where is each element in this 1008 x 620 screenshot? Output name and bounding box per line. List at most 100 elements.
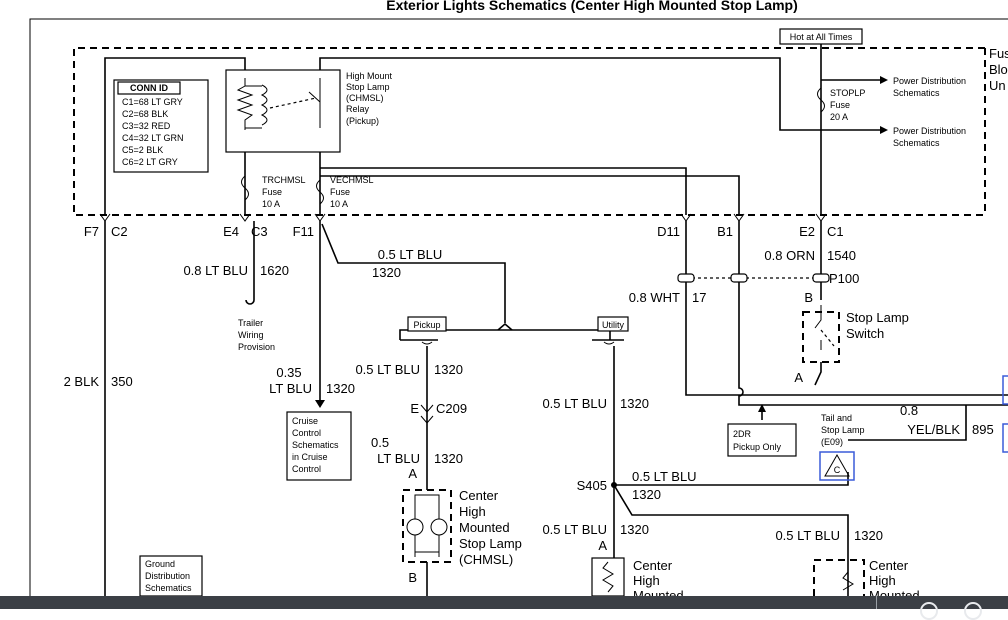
stop-switch-label: Stop Lamp — [846, 310, 909, 325]
right-color: 0.5 LT BLU — [775, 528, 840, 543]
chm-color: LT BLU — [377, 451, 420, 466]
b1-feed-wire — [320, 175, 740, 215]
p100-label: P100 — [829, 271, 859, 286]
arrow-right-icon — [880, 76, 888, 84]
pin-label: F11 — [293, 224, 314, 239]
pin-label: B1 — [717, 224, 733, 239]
power-dist-2-label: Schematics — [893, 138, 940, 148]
w1620-color: 0.8 LT BLU — [183, 263, 248, 278]
relay-feed-wire — [104, 57, 246, 215]
trailer-label: Wiring — [238, 330, 264, 340]
trailer-wire-1620 — [245, 221, 255, 305]
pickup-2dr-label: Pickup Only — [733, 442, 782, 452]
wht-circuit: 17 — [692, 290, 706, 305]
cruise-box-label: Control — [292, 428, 321, 438]
bottom-toolbar — [0, 596, 1008, 620]
stop-lamp-switch-box — [802, 311, 840, 363]
relay-label: (CHMSL) — [346, 93, 384, 103]
w1620-circuit: 1620 — [260, 263, 289, 278]
yel-circuit: 895 — [972, 422, 994, 437]
orn-circuit: 1540 — [827, 248, 856, 263]
cruise-wire-circuit: 1320 — [326, 381, 355, 396]
chmsl-pin-b: B — [408, 570, 417, 585]
cruise-box-label: in Cruise — [292, 452, 328, 462]
vechmsl-fuse-icon — [316, 179, 324, 205]
inline-connector — [677, 273, 695, 283]
ground-box-label: Distribution — [145, 571, 190, 581]
bulb-leads — [414, 500, 440, 552]
s405-right-circuit: 1320 — [632, 487, 661, 502]
toolbar-separator — [876, 596, 877, 609]
cruise-wire-color: LT BLU — [269, 381, 312, 396]
right-chmsl-label: High — [869, 573, 896, 588]
pin-label: E2 — [799, 224, 815, 239]
switch-linkage — [820, 329, 835, 347]
chmsl-label: Mounted — [459, 520, 510, 535]
bulb-icon — [406, 518, 424, 536]
utility-wire — [613, 346, 849, 596]
stoplp-fuse-label: STOPLP — [830, 88, 865, 98]
zoom-in-icon[interactable] — [964, 602, 982, 620]
cruise-box-label: Cruise — [292, 416, 318, 426]
d11-feed-wire — [320, 167, 687, 215]
relay-label: (Pickup) — [346, 116, 379, 126]
offpage-marker — [1002, 375, 1008, 405]
s405-label: S405 — [577, 478, 607, 493]
s405-down-color: 0.5 LT BLU — [542, 522, 607, 537]
option-caps — [421, 341, 615, 345]
conn-id-header: CONN ID — [130, 83, 169, 93]
diagram-title: Exterior Lights Schematics (Center High … — [386, 0, 797, 13]
pickup-tag: Pickup — [413, 320, 440, 330]
switch-pin-b: B — [804, 290, 813, 305]
yel-color: 0.8 — [900, 403, 918, 418]
chmsl-label: Stop Lamp — [459, 536, 522, 551]
option-split-bar — [399, 329, 611, 340]
conn-id-row: C4=32 LT GRN — [122, 133, 183, 143]
cruise-wire-color: 0.35 — [276, 365, 301, 380]
conn-id-row: C1=68 LT GRY — [122, 97, 183, 107]
vechmsl-fuse-label: VECHMSL — [330, 175, 374, 185]
wht-color: 0.8 WHT — [629, 290, 680, 305]
stop-switch-label: Switch — [846, 326, 884, 341]
zoom-out-icon[interactable] — [920, 602, 938, 620]
trailer-label: Provision — [238, 342, 275, 352]
pin-label: F7 — [84, 224, 99, 239]
yel-blk-wire — [848, 405, 967, 441]
s405-right-color: 0.5 LT BLU — [632, 469, 697, 484]
conn-id-row: C5=2 BLK — [122, 145, 163, 155]
arrow-up-icon — [758, 404, 766, 412]
utility-chmsl-label: Center — [633, 558, 673, 573]
split-junction — [497, 322, 513, 331]
right-circuit: 1320 — [854, 528, 883, 543]
conn-id-row: C6=2 LT GRY — [122, 157, 178, 167]
tail-lamp-label: (E09) — [821, 437, 843, 447]
right-resistor-icon — [842, 571, 854, 591]
relay-power-wire — [319, 57, 880, 131]
c209-chevron — [420, 404, 434, 424]
c209-label: C209 — [436, 401, 467, 416]
conn-id-row: C2=68 BLK — [122, 109, 168, 119]
relay-coil-icon — [260, 84, 268, 126]
relay-switch-icon — [308, 78, 321, 128]
tail-lamp-label: Stop Lamp — [821, 425, 865, 435]
w1320-top-color: 0.5 LT BLU — [378, 247, 443, 262]
utility-tag: Utility — [602, 320, 624, 330]
vechmsl-fuse-label: Fuse — [330, 187, 350, 197]
chm-color: 0.5 — [371, 435, 389, 450]
conn-id-box — [113, 79, 209, 173]
c209-pin: E — [410, 401, 419, 416]
stoplp-fuse-icon — [817, 87, 825, 113]
pick-color: 0.5 LT BLU — [355, 362, 420, 377]
pin-label: E4 — [223, 224, 239, 239]
utility-tag-box — [597, 316, 629, 332]
chmsl-assembly-box — [402, 489, 452, 563]
switch-out-wire — [814, 362, 822, 386]
relay-label: Stop Lamp — [346, 82, 390, 92]
tail-marker-letter: C — [834, 465, 841, 475]
chm-circuit: 1320 — [434, 451, 463, 466]
utility-resistor-icon — [602, 561, 614, 593]
relay-linkage — [269, 97, 317, 109]
relay-resistor-icon — [236, 78, 254, 130]
utility-chmsl-label: High — [633, 573, 660, 588]
